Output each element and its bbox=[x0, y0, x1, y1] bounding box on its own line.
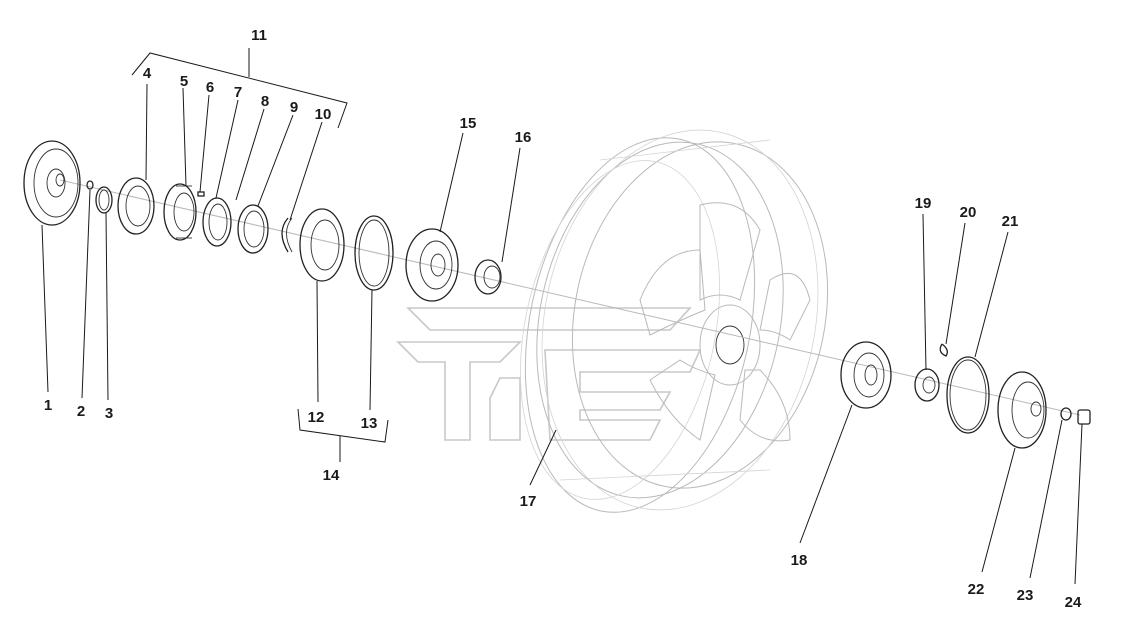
callout-24: 24 bbox=[1065, 594, 1082, 611]
lock-ring-part bbox=[281, 217, 293, 253]
callout-2: 2 bbox=[77, 403, 85, 420]
oil-seal-part bbox=[299, 208, 345, 282]
seal-cup-part bbox=[117, 177, 155, 235]
snap-ring-part bbox=[95, 186, 113, 214]
distance-sleeve-part bbox=[474, 259, 502, 295]
callout-20: 20 bbox=[960, 204, 977, 221]
wheel bbox=[520, 129, 829, 513]
callout-15: 15 bbox=[460, 115, 477, 132]
callout-3: 3 bbox=[105, 405, 113, 422]
outer-bearing-part bbox=[405, 228, 459, 302]
callout-10: 10 bbox=[315, 106, 332, 123]
hub-cap-part bbox=[997, 371, 1047, 449]
pin-part bbox=[197, 191, 205, 197]
callout-21: 21 bbox=[1002, 213, 1019, 230]
leader-lines bbox=[41, 83, 1083, 585]
callout-4: 4 bbox=[143, 65, 152, 82]
callout-19: 19 bbox=[915, 195, 932, 212]
bracket-group-14 bbox=[297, 408, 389, 443]
bolt-part bbox=[1077, 409, 1091, 425]
callout-23: 23 bbox=[1017, 587, 1034, 604]
bolt-washer-part bbox=[1060, 407, 1072, 421]
callout-22: 22 bbox=[968, 581, 985, 598]
castle-nut-part bbox=[914, 368, 940, 402]
small-washer-part bbox=[86, 180, 94, 190]
callout-6: 6 bbox=[206, 79, 214, 96]
watermark-logo bbox=[396, 307, 702, 441]
wheel-cover-part bbox=[23, 140, 81, 226]
callout-13: 13 bbox=[361, 415, 378, 432]
callout-1: 1 bbox=[44, 397, 52, 414]
spacer-ring-part bbox=[202, 197, 232, 247]
bracket-group-11 bbox=[131, 52, 348, 129]
seal-ring-part bbox=[237, 204, 269, 254]
callout-11: 11 bbox=[251, 27, 267, 44]
callout-16: 16 bbox=[515, 129, 532, 146]
gasket-part bbox=[946, 356, 990, 434]
axle-centerline bbox=[59, 179, 1081, 416]
callout-9: 9 bbox=[290, 99, 298, 116]
callout-18: 18 bbox=[791, 552, 808, 569]
callout-17: 17 bbox=[520, 493, 537, 510]
flange-part bbox=[163, 183, 197, 241]
o-ring-part bbox=[354, 215, 394, 291]
callout-8: 8 bbox=[261, 93, 269, 110]
callout-7: 7 bbox=[234, 84, 242, 101]
inner-bearing-part bbox=[840, 341, 892, 409]
cotter-pin-part bbox=[939, 343, 948, 357]
callout-12: 12 bbox=[308, 409, 325, 426]
callout-14: 14 bbox=[323, 467, 340, 484]
callout-5: 5 bbox=[180, 73, 188, 90]
